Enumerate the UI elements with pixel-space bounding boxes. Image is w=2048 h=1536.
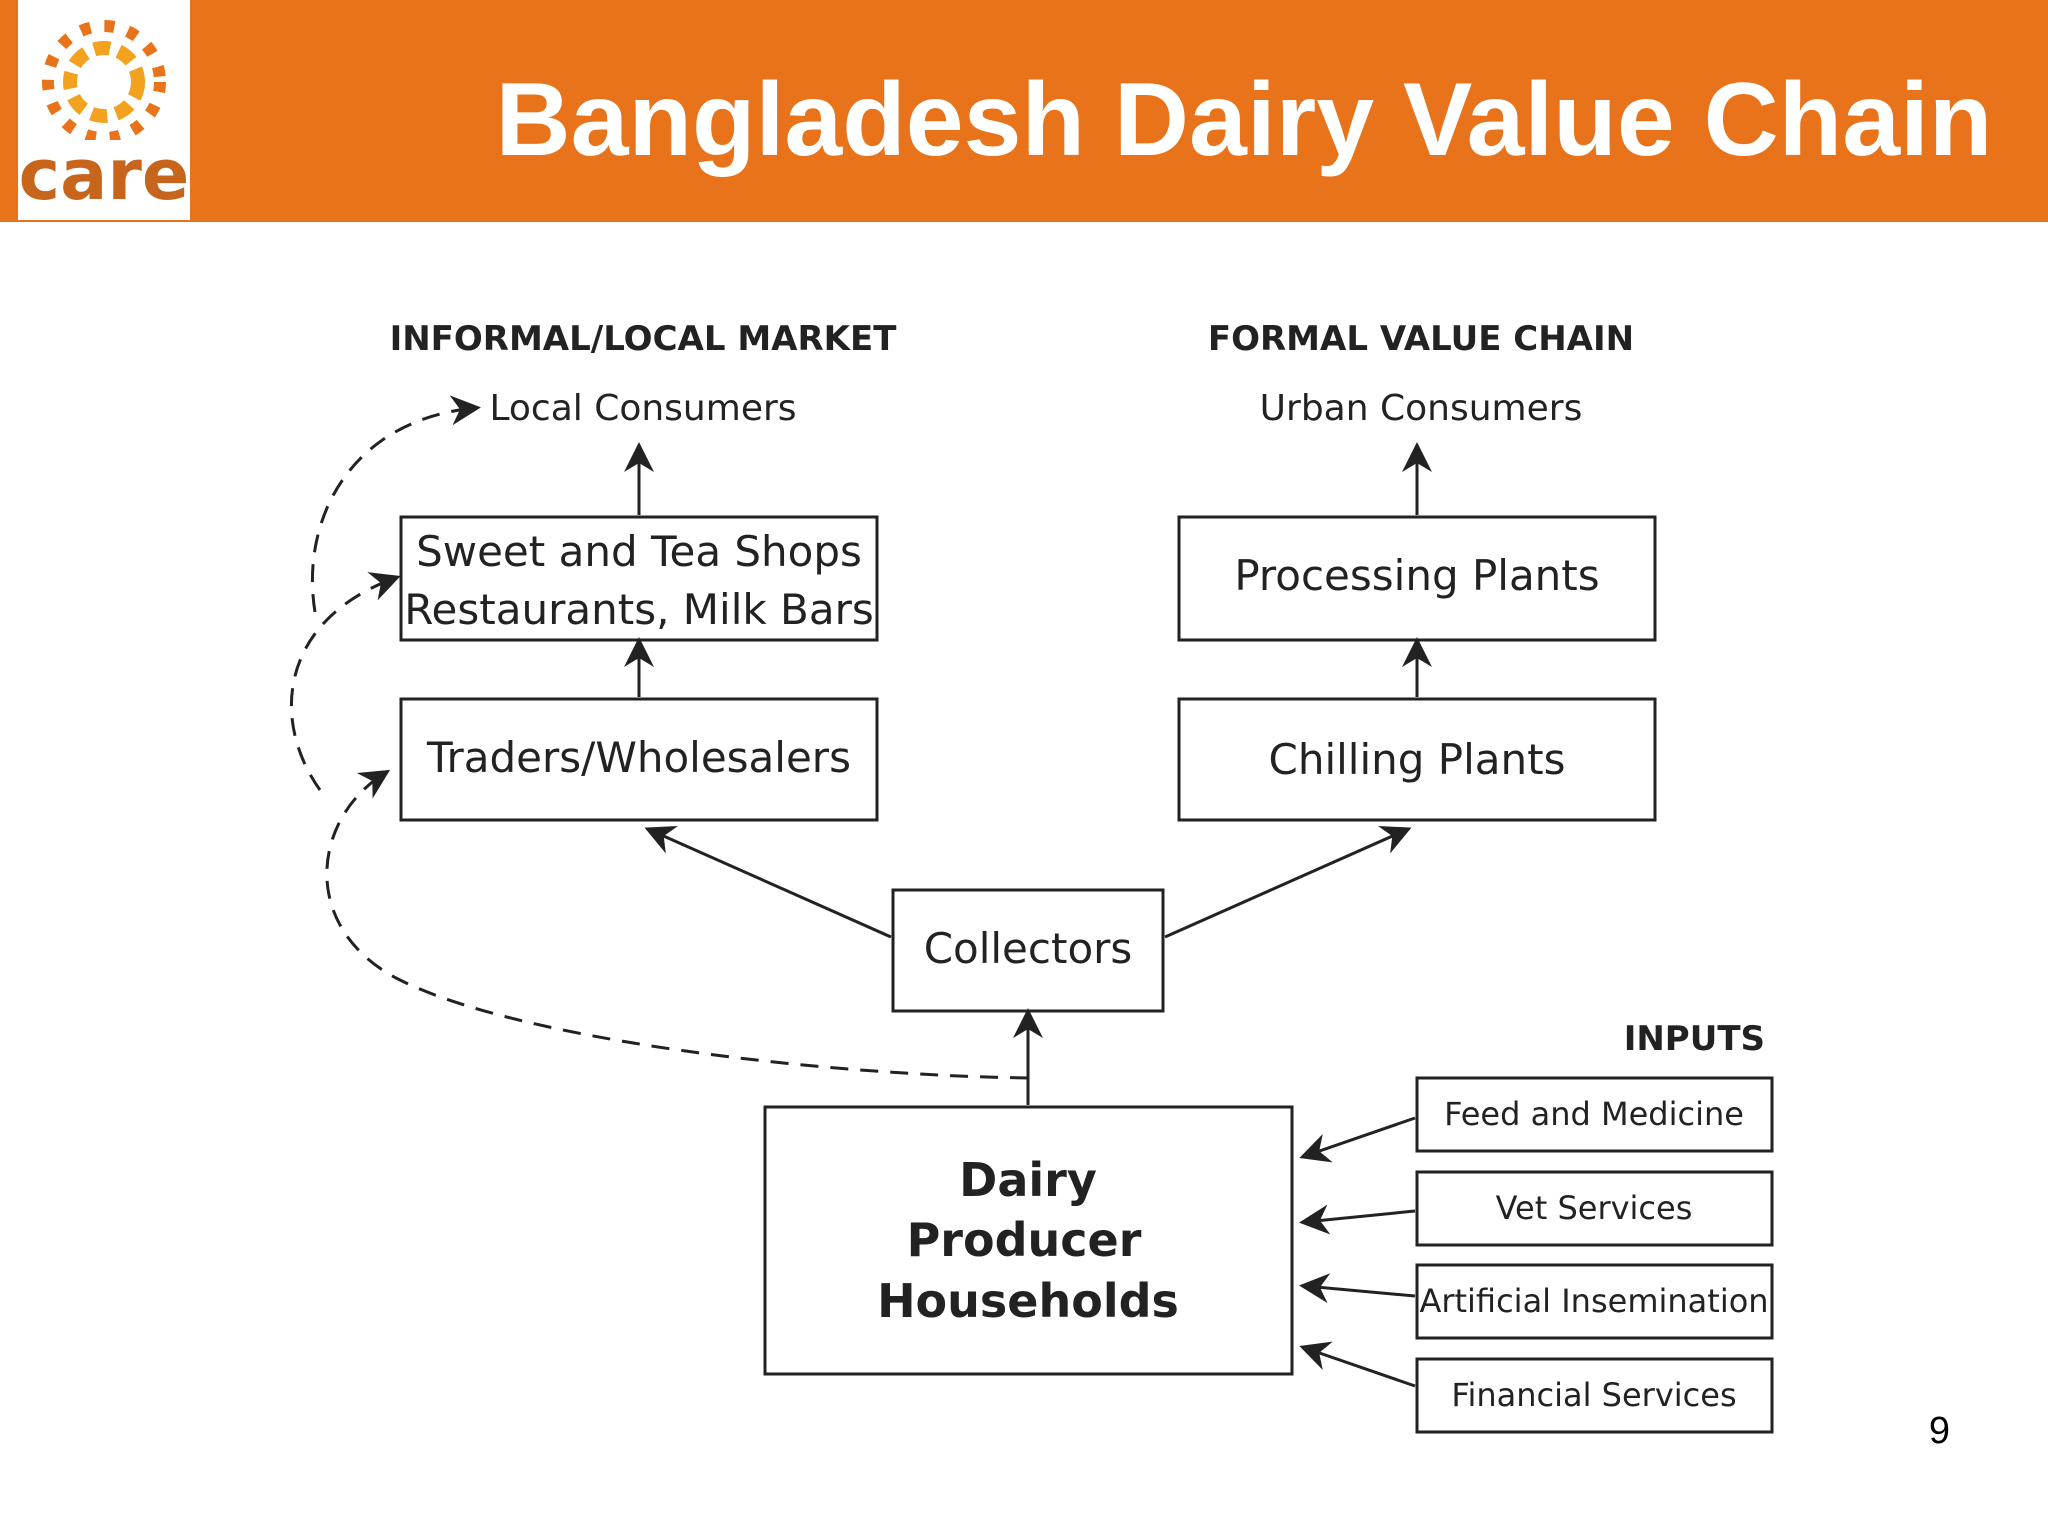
chilling-plants-node: Chilling Plants xyxy=(1177,697,1657,822)
input-feed-node: Feed and Medicine xyxy=(1415,1076,1774,1153)
header-bar: care Bangladesh Dairy Value Chain xyxy=(0,0,2048,222)
formal-chain-heading: FORMAL VALUE CHAIN xyxy=(1208,319,1634,359)
care-logo: care xyxy=(18,0,190,220)
arrow-ai-to-producers xyxy=(1299,1273,1416,1304)
arrow-feed-to-producers xyxy=(1299,1116,1416,1163)
informal-market-heading: INFORMAL/LOCAL MARKET xyxy=(390,319,898,359)
arrow-collectors-to-traders xyxy=(644,826,892,939)
care-logo-emblem-icon xyxy=(42,20,166,144)
arrow-financial-to-producers xyxy=(1299,1341,1416,1388)
chilling-plants-label: Chilling Plants xyxy=(1269,735,1566,784)
sweet-shops-label-line1: Sweet and Tea Shops xyxy=(416,527,862,576)
producers-label-line3: Households xyxy=(877,1274,1179,1328)
input-feed-label: Feed and Medicine xyxy=(1444,1095,1744,1133)
dashed-arrow-to-local-consumers xyxy=(310,395,481,613)
input-financial-node: Financial Services xyxy=(1415,1357,1774,1434)
producers-node: Dairy Producer Households xyxy=(763,1105,1294,1376)
input-vet-label: Vet Services xyxy=(1496,1189,1693,1227)
traders-label: Traders/Wholesalers xyxy=(426,733,851,782)
care-logo-text: care xyxy=(18,134,190,216)
inputs-heading: INPUTS xyxy=(1624,1019,1765,1059)
urban-consumers-label: Urban Consumers xyxy=(1260,388,1583,429)
producers-label-line1: Dairy xyxy=(959,1153,1097,1207)
processing-plants-node: Processing Plants xyxy=(1177,515,1657,642)
arrow-collectors-to-chilling xyxy=(1164,826,1412,939)
sweet-shops-label-line2: Restaurants, Milk Bars xyxy=(404,585,873,634)
traders-node: Traders/Wholesalers xyxy=(399,697,879,822)
dashed-arrow-to-shops xyxy=(290,572,401,791)
local-consumers-label: Local Consumers xyxy=(489,388,796,429)
sweet-shops-node: Sweet and Tea Shops Restaurants, Milk Ba… xyxy=(399,515,879,642)
producers-label-line2: Producer xyxy=(907,1213,1142,1267)
processing-plants-label: Processing Plants xyxy=(1234,551,1599,600)
input-ai-node: Artificial Insemination xyxy=(1415,1263,1774,1340)
collectors-label: Collectors xyxy=(924,924,1133,973)
dashed-arrow-producers-to-traders xyxy=(325,769,1029,1080)
arrow-vet-to-producers xyxy=(1299,1204,1416,1235)
input-ai-label: Artificial Insemination xyxy=(1419,1282,1768,1320)
collectors-node: Collectors xyxy=(891,888,1165,1013)
input-vet-node: Vet Services xyxy=(1415,1170,1774,1247)
page-number: 9 xyxy=(1928,1410,1950,1452)
page-title: Bangladesh Dairy Value Chain xyxy=(495,62,1993,178)
input-financial-label: Financial Services xyxy=(1451,1376,1736,1414)
